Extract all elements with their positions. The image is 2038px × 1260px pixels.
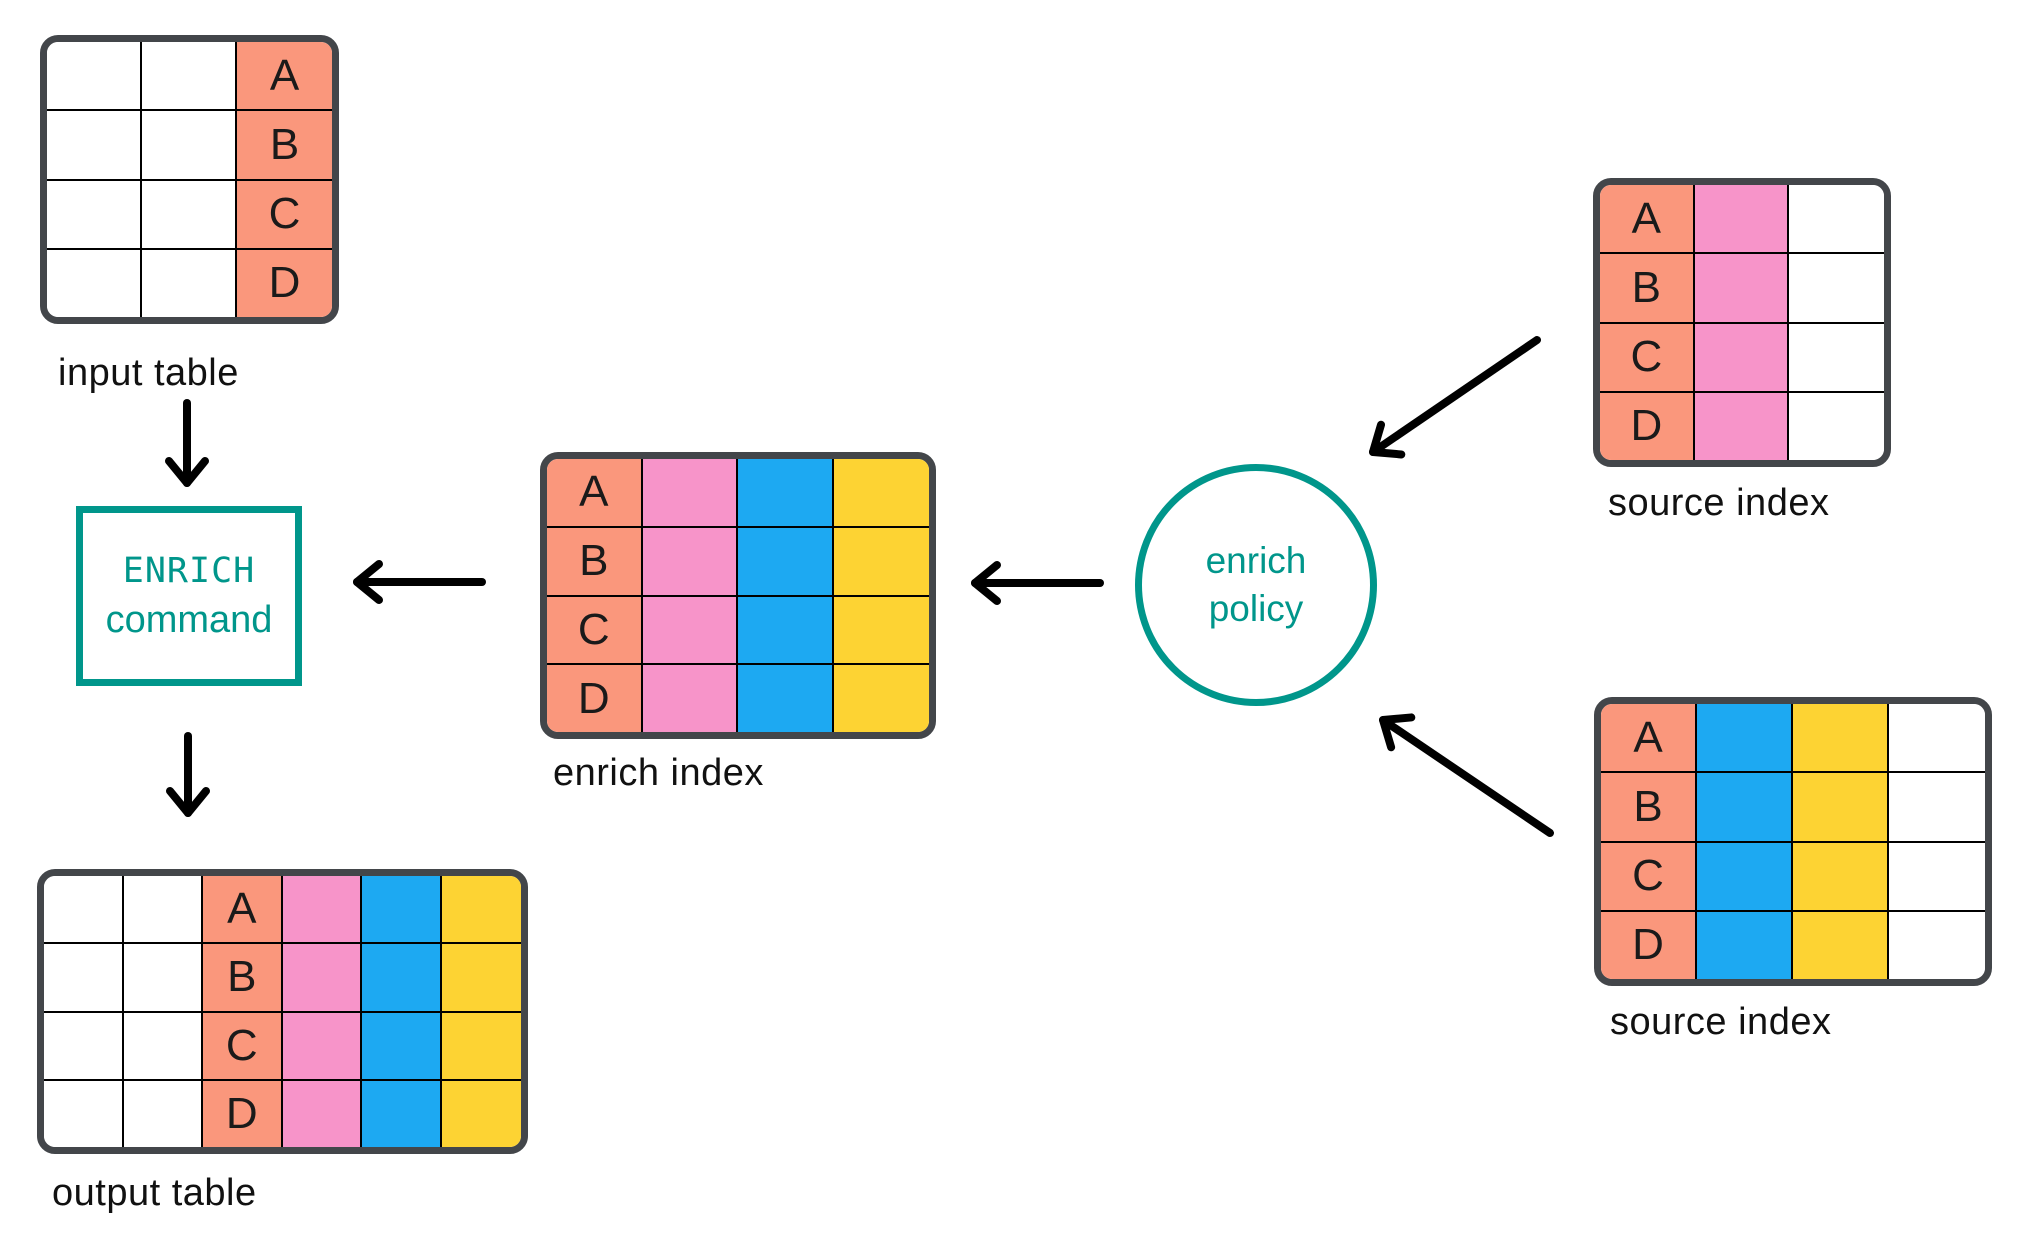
table-cell <box>1889 773 1985 843</box>
table-cell <box>1694 185 1790 255</box>
table-cell <box>1697 911 1793 979</box>
table-cell: B <box>547 527 643 597</box>
table-cell <box>642 527 738 597</box>
table-cell: B <box>1600 254 1695 324</box>
table-cell <box>362 1080 442 1147</box>
table-cell: D <box>547 665 643 732</box>
table-cell <box>1694 254 1790 324</box>
table-cell: D <box>203 1080 283 1147</box>
table-cell <box>142 249 237 317</box>
table-cell <box>833 596 929 666</box>
table-cell <box>362 1012 442 1081</box>
table-cell: A <box>237 42 332 112</box>
table-cell <box>142 180 237 250</box>
table-cell: B <box>237 111 332 181</box>
table-cell <box>441 876 521 945</box>
table-cell: C <box>1600 323 1695 393</box>
input-table-label: input table <box>58 352 239 394</box>
table-cell <box>833 527 929 597</box>
table-cell <box>282 876 362 945</box>
table-cell: A <box>1600 185 1695 255</box>
table-cell <box>123 1080 203 1147</box>
table-cell <box>362 876 442 945</box>
table-cell <box>44 876 124 945</box>
table-cell: D <box>1600 392 1695 460</box>
table-cell: A <box>547 459 643 528</box>
table-cell <box>441 944 521 1013</box>
table-cell <box>833 665 929 732</box>
table-cell: A <box>1601 704 1697 774</box>
table-cell <box>1793 842 1889 912</box>
table-cell <box>642 459 738 528</box>
table-cell <box>44 1012 124 1081</box>
table-cell <box>123 944 203 1013</box>
table-cell <box>1889 911 1985 979</box>
arrow-source-bottom-to-policy <box>1379 713 1554 837</box>
table-cell <box>142 111 237 181</box>
enrich-index-label: enrich index <box>553 752 764 794</box>
table-cell <box>833 459 929 528</box>
table-cell <box>47 111 142 181</box>
table-cell: D <box>1601 911 1697 979</box>
output-table-label: output table <box>52 1172 257 1214</box>
table-cell <box>1789 254 1884 324</box>
table-cell <box>1793 773 1889 843</box>
table-cell <box>282 1080 362 1147</box>
table-cell <box>1889 842 1985 912</box>
table-cell <box>362 944 442 1013</box>
table-cell <box>738 665 834 732</box>
table-cell: C <box>1601 842 1697 912</box>
enrich-policy-node: enrich policy <box>1135 464 1377 706</box>
enrich-policy-line2: policy <box>1208 588 1304 629</box>
table-cell: C <box>203 1012 283 1081</box>
enrich-policy-line1: enrich <box>1205 540 1307 581</box>
table-cell <box>441 1012 521 1081</box>
table-cell <box>123 1012 203 1081</box>
table-cell <box>44 1080 124 1147</box>
table-cell: C <box>237 180 332 250</box>
table-cell: B <box>203 944 283 1013</box>
table-cell <box>1789 185 1884 255</box>
table-cell <box>738 527 834 597</box>
table-cell <box>47 42 142 112</box>
table-cell <box>642 596 738 666</box>
table-cell <box>282 1012 362 1081</box>
table-cell <box>47 180 142 250</box>
table-cell <box>1789 392 1884 460</box>
table-cell: C <box>547 596 643 666</box>
table-cell <box>1694 323 1790 393</box>
table-cell <box>1889 704 1985 774</box>
table-cell: A <box>203 876 283 945</box>
table-cell: B <box>1601 773 1697 843</box>
source-index-top-label: source index <box>1608 482 1830 524</box>
table-cell <box>1793 704 1889 774</box>
arrow-source-top-to-policy <box>1369 336 1541 459</box>
table-cell <box>1793 911 1889 979</box>
table-cell: D <box>237 249 332 317</box>
table-cell <box>642 665 738 732</box>
table-cell <box>441 1080 521 1147</box>
table-cell <box>142 42 237 112</box>
table-cell <box>738 459 834 528</box>
table-cell <box>738 596 834 666</box>
table-cell <box>1697 842 1793 912</box>
table-cell <box>1697 704 1793 774</box>
table-cell <box>1694 392 1790 460</box>
enrich-command-word: command <box>105 598 273 641</box>
enrich-command-keyword: ENRICH <box>122 550 256 591</box>
table-cell <box>47 249 142 317</box>
table-cell <box>1789 323 1884 393</box>
table-cell <box>1697 773 1793 843</box>
enrich-command-node: ENRICH command <box>76 506 302 686</box>
table-cell <box>282 944 362 1013</box>
table-cell <box>44 944 124 1013</box>
source-index-bottom-label: source index <box>1610 1001 1832 1043</box>
table-cell <box>123 876 203 945</box>
